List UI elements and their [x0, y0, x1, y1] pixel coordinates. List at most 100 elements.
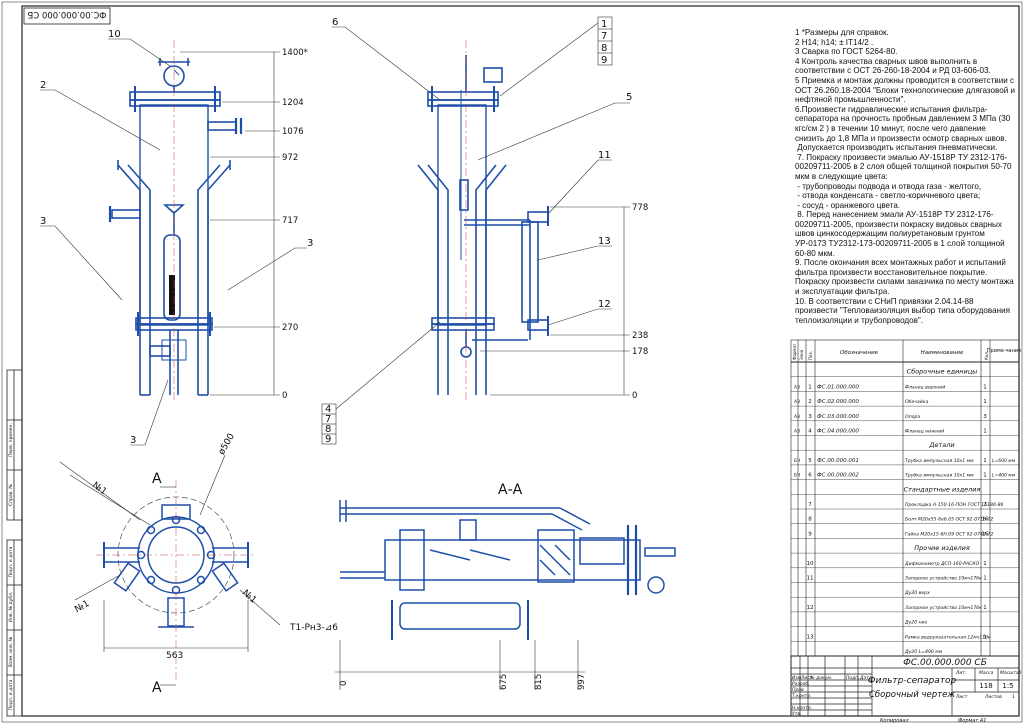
side-elevation-3: 0: [632, 391, 637, 401]
note-7a: - трубопроводы подвода и отвода газа - ж…: [795, 181, 982, 191]
spec-row-note: L=600 мм: [992, 458, 1016, 464]
spec-row-format: А3: [794, 429, 800, 435]
spec-row-name: Прокладка А-150-16-ПОН ГОСТ 15180-86: [905, 502, 1003, 508]
spec-row-qty: 1: [983, 399, 987, 405]
note-7b: - отвода конденсата - светло-коричневого…: [795, 191, 981, 201]
left-strip-label-3: Инв. № дубл.: [8, 592, 14, 623]
spec-row-name: Болт М20х55-6е6.05 ОСТ 92-0716-72: [905, 517, 993, 523]
spec-row-code: ФС.02.000.000: [817, 399, 859, 405]
spec-header-qty: Кол.: [984, 351, 989, 360]
callout-side-13: 13: [598, 236, 611, 247]
spec-row-position: 6: [808, 473, 812, 479]
callout-side-9b: 9: [325, 434, 331, 445]
spec-row-position: 3: [808, 414, 812, 420]
spec-row-position: 7: [808, 502, 812, 508]
section-dim-997: 997: [577, 674, 587, 690]
spec-row-position: 8: [808, 517, 812, 523]
spec-row-position: 2: [808, 399, 812, 405]
spec-row-name: Запорное устройство 10мч17бк: [905, 605, 982, 611]
spec-row-code: ФС.00.000.002: [817, 473, 859, 479]
spec-row-format: БЧ: [794, 473, 800, 479]
top-left-stamp: ФС.00.000.000 СБ: [23, 7, 111, 25]
plan-view-a-bottom: А: [152, 680, 162, 696]
spec-row-position: 10: [807, 561, 814, 567]
callout-front-3b: 3: [307, 238, 313, 249]
spec-row-position: 1: [808, 384, 812, 390]
spec-section-heading: Прочие изделия: [914, 544, 970, 552]
plan-dim-diameter: ø500: [217, 432, 237, 457]
tb-format: Формат А1: [958, 718, 986, 724]
plan-annotations: [59, 454, 281, 686]
tb-copied: Копировал: [880, 718, 909, 724]
spec-row-position: 12: [807, 605, 814, 611]
note-6: 6.Произвести гидравлические испытания фи…: [795, 104, 1013, 143]
spec-row-name: Ду20 низ: [904, 620, 928, 626]
left-strip-label-2: Подп. и дата: [8, 546, 14, 577]
spec-row-qty: 1: [983, 384, 987, 390]
spec-row-name: Ду20 L=490 мм: [904, 649, 943, 655]
section-dims: [335, 640, 585, 690]
front-elevation-1: 1204: [282, 98, 304, 108]
note-4: 4 Контроль качества сварных швов выполни…: [795, 56, 991, 76]
tb-sheet-label: Лист: [955, 694, 968, 700]
spec-header-format: Формат: [792, 343, 797, 360]
note-6b: Допускается производить испытания пневма…: [795, 143, 998, 153]
side-elevation-1: 238: [632, 331, 648, 341]
spec-row-qty: 1: [983, 605, 987, 611]
callout-side-6: 6: [332, 17, 338, 28]
front-elevations: [180, 51, 280, 396]
front-elevation-2: 1076: [282, 127, 304, 137]
spec-row-name: Гайка М20х15-6Н.09 ОСТ 92-0742-72: [905, 531, 993, 537]
callout-front-10: 10: [108, 29, 121, 40]
spec-row-qty: 3: [983, 414, 987, 420]
spec-header-name: Наименование: [921, 350, 964, 356]
top-left-stamp-code: ФС.00.000.000 СБ: [27, 9, 106, 19]
side-elevations: [480, 206, 630, 396]
tb-label-lit: Лит.: [955, 670, 966, 676]
callout-front-3a: 3: [40, 216, 46, 227]
front-elevation-6: 0: [282, 391, 287, 401]
tb-title: Фильтр-сепаратор: [868, 676, 957, 686]
note-7: 7. Покраску произвести эмалью АУ-1518Р Т…: [795, 152, 1014, 181]
spec-section-heading: Детали: [928, 441, 954, 449]
tb-label-utv: Утв.: [792, 711, 801, 717]
spec-row-format: А3: [794, 399, 800, 405]
left-strip-label-1: Справ. №: [8, 484, 14, 506]
callout-side-4: 4: [325, 404, 331, 415]
plan-weld-note: Т1-Рн3-⊿6: [289, 623, 338, 633]
plan-dim-563: 563: [166, 651, 183, 661]
callout-side-12: 12: [598, 299, 611, 310]
note-5: 5 Приемка и монтаж должны проводится в с…: [795, 75, 1018, 105]
spec-row-position: 11: [807, 576, 814, 582]
title-block-grid: [790, 655, 1020, 717]
front-elevation-5: 270: [282, 323, 298, 333]
spec-header-pos: Поз.: [808, 351, 813, 360]
tb-subtitle: Сборочный чертеж: [869, 690, 955, 700]
spec-row-qty: 1: [983, 634, 987, 640]
callout-side-5: 5: [626, 92, 632, 103]
spec-row-qty: 1: [983, 561, 987, 567]
section-dim-675: 675: [499, 674, 509, 690]
callout-side-9a: 9: [601, 55, 607, 66]
note-9: 9. После окончания всех монтажных работ …: [795, 258, 1016, 297]
spec-row-name: Ду20 верх: [904, 590, 930, 596]
callout-side-8b: 8: [325, 424, 331, 435]
spec-row-qty: 1: [983, 429, 987, 435]
callout-side-7a: 7: [601, 31, 607, 42]
spec-row-position: 4: [808, 429, 812, 435]
front-elevation-0: 1400*: [282, 48, 308, 58]
spec-row-qty: 1: [983, 458, 987, 464]
spec-row-qty: 16: [982, 517, 989, 523]
section-dim-815: 815: [534, 674, 544, 690]
plan-n1-c: №1: [240, 588, 258, 605]
tb-label-list: Лист: [800, 675, 813, 681]
spec-row-position: 13: [807, 634, 814, 640]
spec-row-format: А3: [794, 384, 800, 390]
front-elevation-4: 717: [282, 216, 298, 226]
callout-front-3c: 3: [130, 435, 136, 446]
tb-label-scale: Масштаб: [1000, 670, 1022, 676]
tb-label-sign: Подп.: [846, 675, 860, 681]
tb-label-doc: № докум.: [809, 675, 832, 681]
